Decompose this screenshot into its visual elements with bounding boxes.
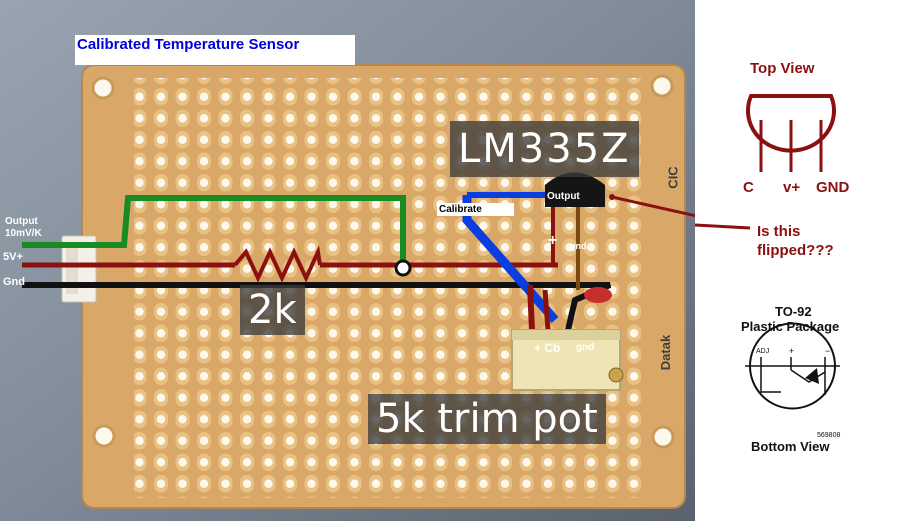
- mount-hole-bl: [92, 424, 116, 448]
- red-component: [584, 287, 612, 303]
- connector-shroud: [66, 244, 78, 294]
- mount-hole-tl: [91, 76, 115, 100]
- label-board-brand: Datak: [658, 334, 674, 371]
- lead-pot-plus: [527, 284, 535, 331]
- label-bottom-view: Bottom View: [751, 439, 830, 454]
- diagram-title: Calibrated Temperature Sensor: [75, 35, 355, 65]
- label-package-type: TO-92: [775, 304, 812, 319]
- annotation-arrow-line: [695, 223, 751, 230]
- label-pot-gnd: gnd: [576, 342, 595, 353]
- label-package-desc: Plastic Package: [741, 319, 840, 334]
- trim-pot-screw: [608, 367, 624, 383]
- wire-output-green: [22, 195, 406, 265]
- label-ground: Gnd: [3, 276, 25, 288]
- label-sensor-plus: +: [548, 232, 558, 249]
- label-trim-pot: 5k trim pot: [368, 394, 606, 444]
- mount-hole-tr: [650, 74, 674, 98]
- label-pin-adj: ADJ: [756, 348, 770, 355]
- top-view-package-icon: [746, 94, 836, 153]
- sidebar-panel: [695, 0, 900, 521]
- label-pin-plus: +: [789, 346, 795, 356]
- label-lm335z: LM335Z: [450, 121, 639, 177]
- annotation-arrow: [611, 195, 695, 218]
- bottom-view-diode-lead: [790, 369, 826, 383]
- bottom-view-adj-lead: [760, 357, 781, 393]
- label-part-number: 569808: [817, 432, 841, 439]
- label-board-code: CIC: [665, 166, 681, 189]
- resistor-2k: [233, 245, 322, 283]
- label-sensor-output: Output: [547, 191, 580, 202]
- lm335z-sensor: [545, 172, 605, 207]
- label-supply: 5V+: [3, 251, 23, 263]
- label-pin-minus: −: [825, 346, 831, 356]
- label-resistor: 2k: [240, 285, 305, 335]
- label-connector-output: Output 10mV/K: [5, 216, 42, 239]
- label-calibrate: Calibrate: [437, 203, 514, 216]
- lead-pot-red: [542, 289, 551, 331]
- label-flipped-question: Is this flipped???: [757, 223, 834, 259]
- junction-node: [394, 259, 412, 277]
- zener-diode-icon: [805, 368, 819, 384]
- label-pot-cb: + Cb: [534, 341, 561, 355]
- label-pin-v: v+: [783, 179, 801, 196]
- label-sensor-gnd: gnd: [570, 241, 587, 251]
- label-pin-gnd: GND: [816, 179, 850, 196]
- annotation-arrow-tip: [609, 194, 615, 200]
- label-pin-c: C: [743, 179, 754, 196]
- trim-pot-top: [512, 330, 620, 340]
- label-top-view: Top View: [750, 60, 815, 77]
- mount-hole-br: [651, 425, 675, 449]
